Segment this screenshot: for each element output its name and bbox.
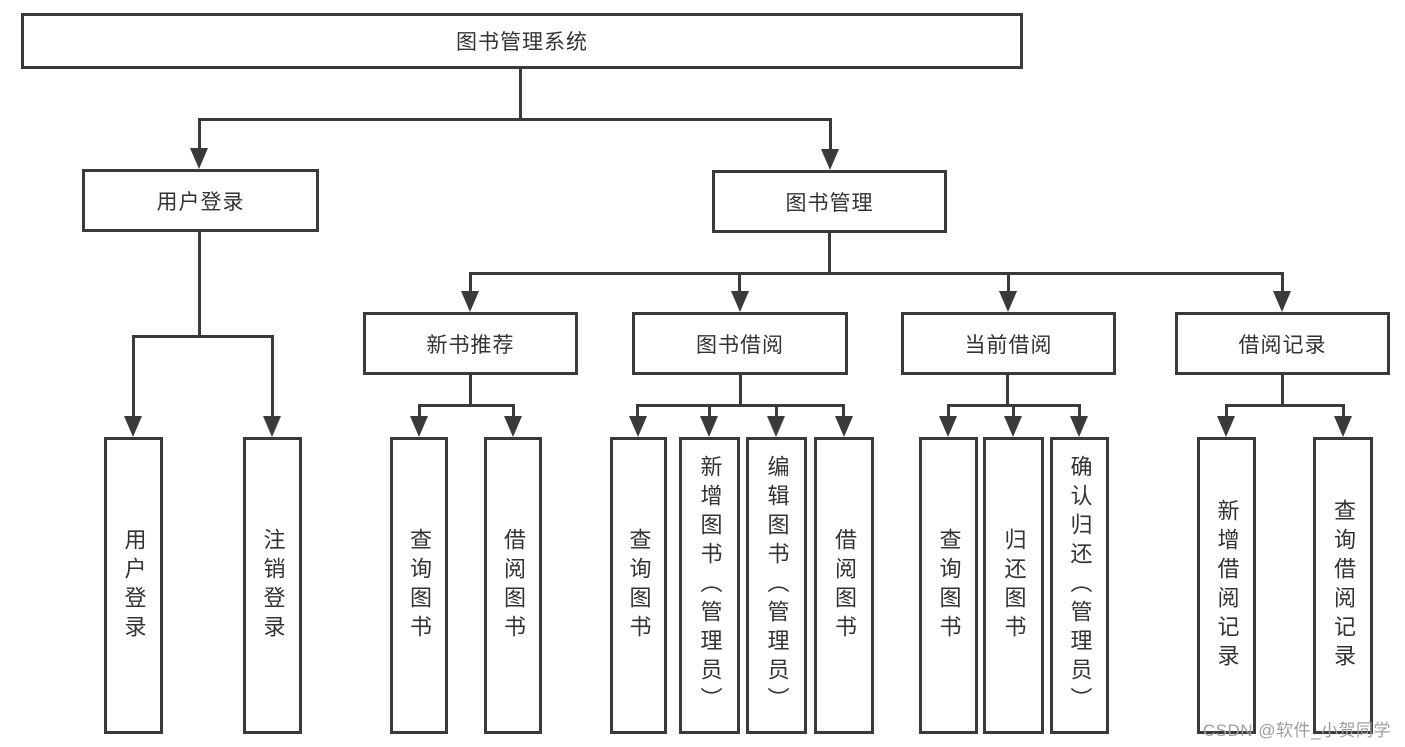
node-book-management: 图书管理 xyxy=(712,170,947,233)
arrowhead-down-icon xyxy=(700,416,718,437)
connector-line xyxy=(829,120,832,151)
connector-line xyxy=(519,69,522,120)
connector-line xyxy=(132,337,135,418)
node-label: 图书借阅 xyxy=(696,333,784,357)
leaf-borrow-books-borrowing: 借阅图书 xyxy=(814,437,874,734)
connector-line xyxy=(198,232,201,338)
node-root: 图书管理系统 xyxy=(21,13,1023,69)
node-borrowing-records: 借阅记录 xyxy=(1175,312,1390,375)
leaf-label: 用户登录 xyxy=(121,527,147,644)
connector-line xyxy=(739,375,742,406)
leaf-logout: 注销登录 xyxy=(243,437,302,734)
leaf-label: 借阅图书 xyxy=(501,527,526,644)
arrowhead-down-icon xyxy=(1217,416,1235,437)
csdn-watermark: CSDN @软件_小贺同学 xyxy=(1202,721,1391,740)
arrowhead-down-icon xyxy=(629,416,647,437)
connector-line xyxy=(947,404,1081,407)
connector-line xyxy=(1342,406,1345,418)
leaf-add-books-admin: 新增图书（管理员） xyxy=(679,437,740,734)
connector-line xyxy=(469,375,472,406)
leaf-label: 归还图书 xyxy=(1001,527,1027,644)
connector-line xyxy=(636,406,639,418)
leaf-borrow-books-recommend: 借阅图书 xyxy=(484,437,542,734)
connector-line xyxy=(198,118,832,121)
arrowhead-down-icon xyxy=(263,416,281,437)
leaf-user-login: 用户登录 xyxy=(104,437,163,734)
leaf-label: 注销登录 xyxy=(260,527,286,644)
arrowhead-down-icon xyxy=(1004,416,1022,437)
connector-line xyxy=(842,406,845,418)
node-user-login: 用户登录 xyxy=(82,169,319,232)
leaf-label: 查询图书 xyxy=(936,527,962,644)
arrowhead-down-icon xyxy=(1334,416,1352,437)
node-label: 用户登录 xyxy=(156,190,245,214)
arrowhead-down-icon xyxy=(1273,291,1291,312)
arrowhead-down-icon xyxy=(190,148,208,169)
node-new-book-recommend: 新书推荐 xyxy=(363,312,578,375)
connector-line xyxy=(469,272,1284,275)
arrowhead-down-icon xyxy=(504,416,522,437)
connector-line xyxy=(828,233,831,274)
arrowhead-down-icon xyxy=(410,416,428,437)
connector-line xyxy=(738,274,741,293)
connector-line xyxy=(775,406,778,418)
connector-line xyxy=(418,404,515,407)
leaf-label: 查询借阅记录 xyxy=(1331,498,1356,673)
connector-line xyxy=(947,406,950,418)
arrowhead-down-icon xyxy=(835,416,853,437)
arrowhead-down-icon xyxy=(767,416,785,437)
leaf-query-borrow-record: 查询借阅记录 xyxy=(1313,437,1373,734)
connector-line xyxy=(1007,274,1010,293)
connector-line xyxy=(271,337,274,418)
connector-line xyxy=(1225,404,1345,407)
leaf-query-books-current: 查询图书 xyxy=(919,437,978,734)
leaf-label: 查询图书 xyxy=(407,527,432,644)
connector-line xyxy=(1006,375,1009,406)
node-book-borrowing: 图书借阅 xyxy=(632,312,848,375)
connector-line xyxy=(198,120,201,150)
arrowhead-down-icon xyxy=(999,291,1017,312)
arrowhead-down-icon xyxy=(939,416,957,437)
leaf-label: 查询图书 xyxy=(626,527,652,644)
connector-line xyxy=(708,406,711,418)
leaf-confirm-return-admin: 确认归还（管理员） xyxy=(1050,437,1109,734)
leaf-label: 编辑图书（管理员） xyxy=(764,455,790,716)
connector-line xyxy=(1078,406,1081,418)
leaf-query-books-borrowing: 查询图书 xyxy=(610,437,667,734)
connector-line xyxy=(469,274,472,293)
connector-line xyxy=(1225,406,1228,418)
connector-line xyxy=(1012,406,1015,418)
node-root-label: 图书管理系统 xyxy=(456,31,588,54)
node-label: 新书推荐 xyxy=(426,333,515,357)
connector-line xyxy=(1281,375,1284,406)
connector-line xyxy=(1281,274,1284,293)
leaf-label: 借阅图书 xyxy=(832,527,857,644)
connector-line xyxy=(418,406,421,418)
arrowhead-down-icon xyxy=(1070,416,1088,437)
node-label: 借阅记录 xyxy=(1238,333,1327,357)
leaf-label: 新增图书（管理员） xyxy=(697,455,723,716)
node-current-borrowing: 当前借阅 xyxy=(901,312,1116,375)
node-label: 当前借阅 xyxy=(964,333,1053,357)
connector-line xyxy=(512,406,515,418)
leaf-query-books-recommend: 查询图书 xyxy=(390,437,448,734)
leaf-add-borrow-record: 新增借阅记录 xyxy=(1197,437,1256,734)
arrowhead-down-icon xyxy=(821,149,839,170)
leaf-label: 新增借阅记录 xyxy=(1214,498,1240,673)
arrowhead-down-icon xyxy=(124,416,142,437)
leaf-edit-books-admin: 编辑图书（管理员） xyxy=(746,437,807,734)
arrowhead-down-icon xyxy=(461,291,479,312)
leaf-label: 确认归还（管理员） xyxy=(1067,455,1093,716)
connector-line xyxy=(636,404,845,407)
node-label: 图书管理 xyxy=(785,191,874,215)
connector-line xyxy=(132,335,274,338)
arrowhead-down-icon xyxy=(731,291,749,312)
leaf-return-books: 归还图书 xyxy=(983,437,1044,734)
